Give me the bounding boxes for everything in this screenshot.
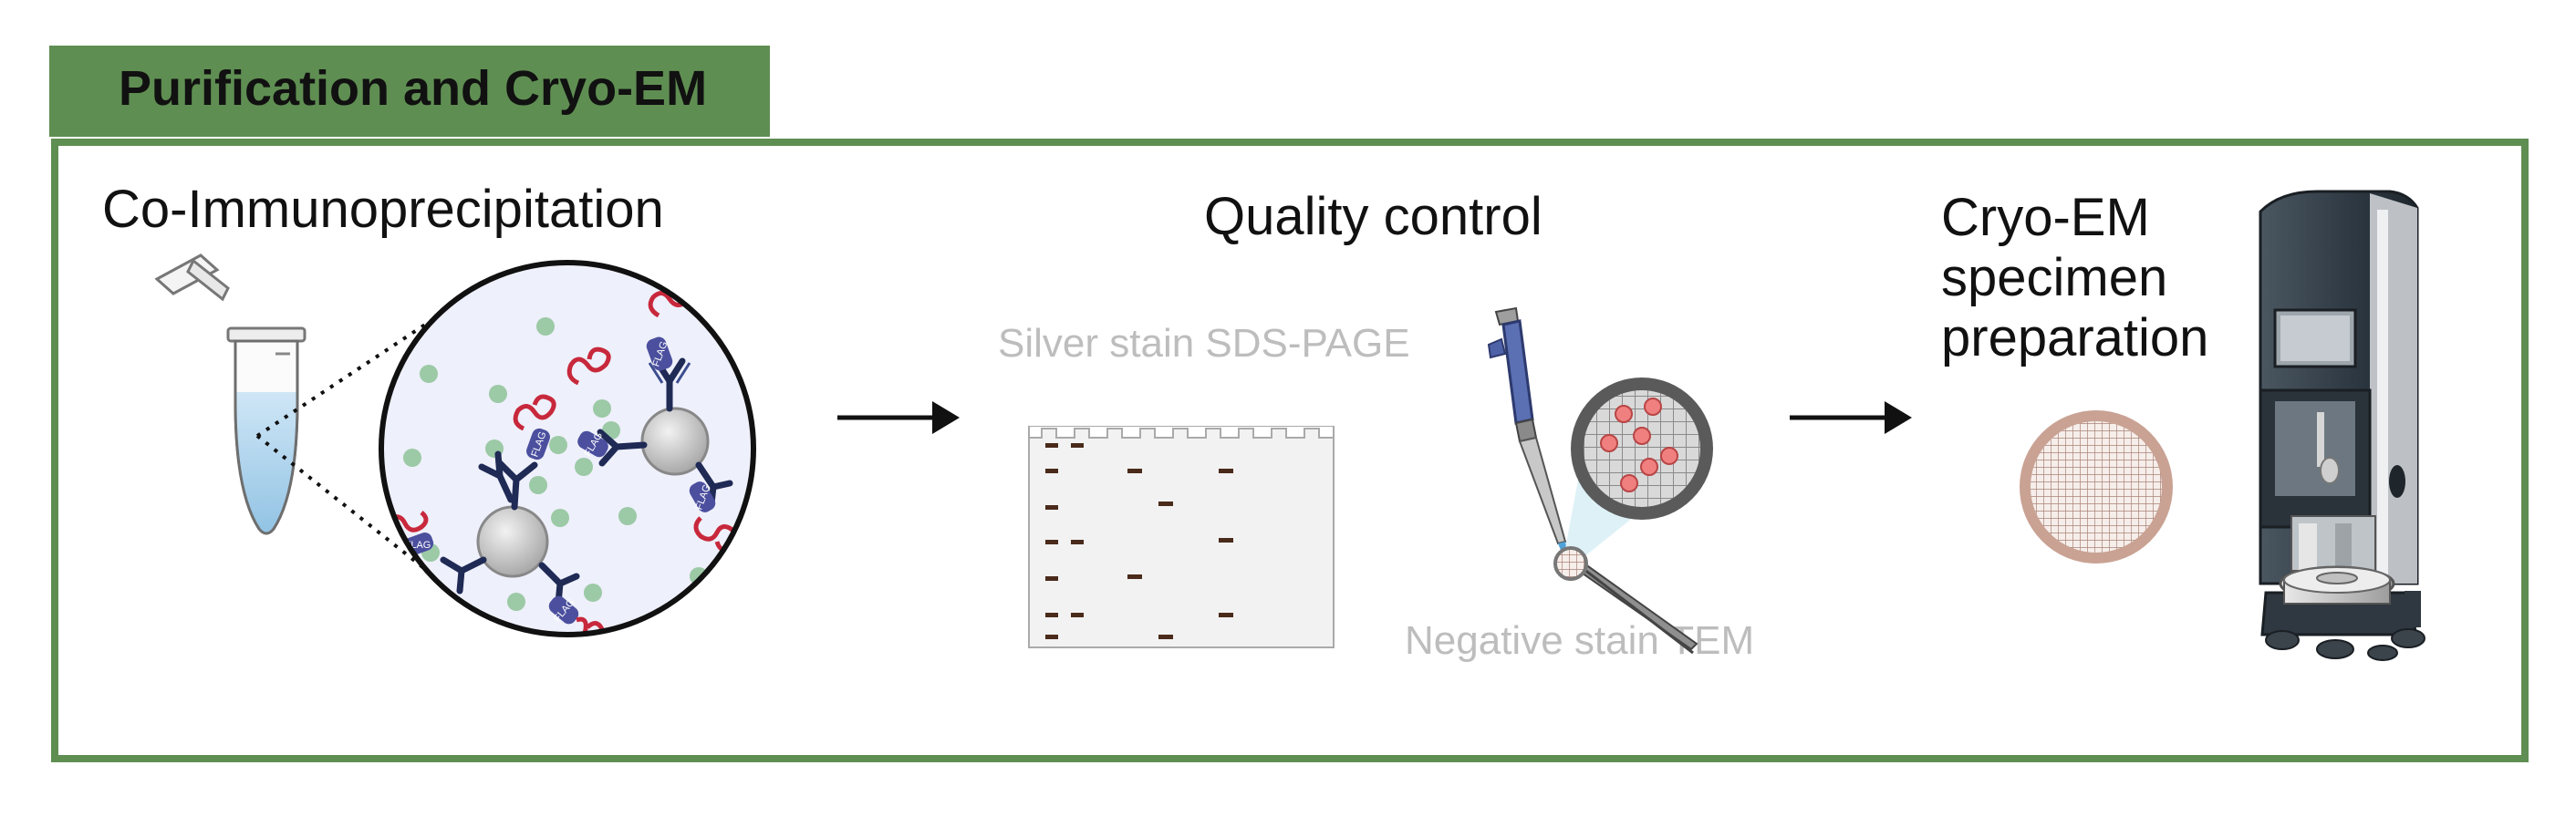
flag-tagged-protein-6: FLAG: [548, 595, 607, 635]
zoom-contents: FLAG FLAG FLAG FLAG FLAG: [385, 280, 740, 635]
free-antibody-icon: [478, 450, 514, 503]
gel-bands: [1045, 443, 1233, 639]
negative-stain-grid: [1563, 377, 1713, 569]
cryo-title-line-3: preparation: [1941, 308, 2209, 367]
cryo-em-title: Cryo-EM specimen preparation: [1941, 188, 2208, 368]
cryo-title-line-1: Cryo-EM: [1941, 188, 2150, 247]
tweezers-icon: [1553, 546, 1698, 655]
magnetic-bead-2: [440, 460, 580, 607]
arrow-1-icon: [837, 401, 960, 434]
silver-stain-label: Silver stain SDS-PAGE: [998, 321, 1410, 366]
zoom-circle: FLAG FLAG FLAG FLAG FLAG: [379, 260, 756, 637]
vitrification-instrument-icon: [2259, 190, 2425, 661]
quality-control-title: Quality control: [1204, 187, 1542, 246]
instrument-feet: [2265, 628, 2425, 661]
section-title: Purification and Cryo-EM: [119, 61, 708, 116]
arrow-2-icon: [1790, 401, 1912, 434]
coip-title: Co-Immunoprecipitation: [102, 180, 664, 239]
flag-tagged-protein-3: FLAG: [513, 394, 556, 460]
zoom-line-bottom: [255, 434, 445, 585]
pipette-icon: [1487, 306, 1567, 553]
microcentrifuge-tube-icon: [154, 253, 306, 535]
particle-dots: [1600, 398, 1678, 492]
zoom-line-top: [255, 315, 438, 438]
negative-stain-label: Negative stain TEM: [1405, 618, 1755, 663]
flag-tagged-protein-2: FLAG: [566, 346, 611, 459]
sds-page-gel: [1028, 426, 1335, 648]
cryo-title-line-2: specimen: [1941, 248, 2168, 307]
em-grid-icon: [2020, 410, 2173, 564]
section-header-tab: [49, 46, 770, 137]
section-frame: [51, 139, 2529, 762]
